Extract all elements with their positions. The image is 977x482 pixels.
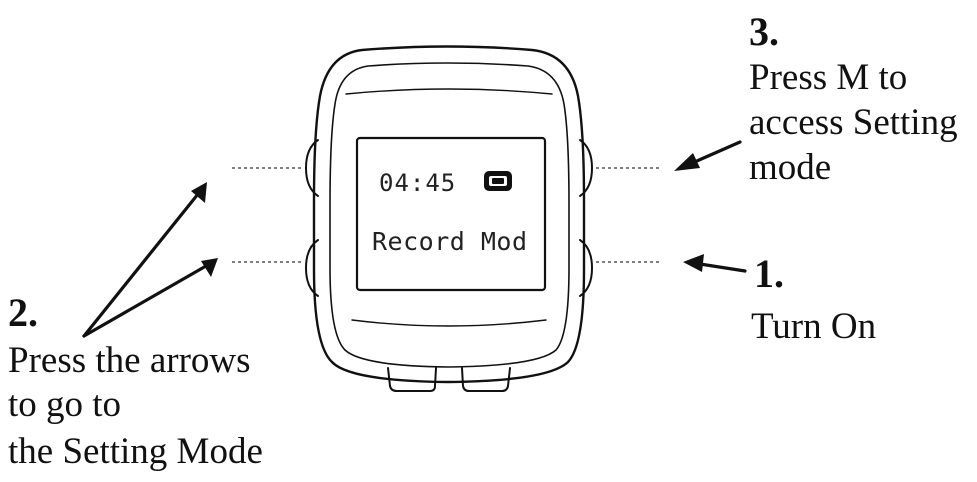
step-3-line-3: mode <box>749 147 831 188</box>
step-1-line-1: Turn On <box>751 306 876 347</box>
lcd-time: 04:45 <box>379 169 456 197</box>
step-1-number: 1. <box>754 251 784 296</box>
right-lower-button[interactable] <box>579 239 593 297</box>
left-lower-button[interactable] <box>305 239 319 297</box>
step-3-number: 3. <box>749 9 779 54</box>
step-1-label: 1. Turn On <box>751 251 876 347</box>
step-2-lower-arrow-icon <box>82 258 218 338</box>
right-upper-button[interactable] <box>579 139 593 197</box>
watch-top-bezel <box>345 88 553 95</box>
left-upper-button[interactable] <box>305 139 319 197</box>
bottom-left-lug <box>387 367 437 392</box>
watch-bottom-bezel <box>351 319 547 327</box>
step-2-line-2: to go to <box>8 384 121 425</box>
step-2-line-3: the Setting Mode <box>8 431 263 472</box>
lcd-screen <box>355 136 547 292</box>
watch-inner-body <box>329 62 570 368</box>
bottom-right-lug <box>461 367 511 392</box>
step-3-arrow-icon <box>674 140 742 171</box>
step-2-upper-arrow-icon <box>82 182 207 338</box>
step-2-number: 2. <box>8 290 38 335</box>
step-3-label: 3. Press M to access Setting mode <box>749 9 958 188</box>
step-2-label: 2. Press the arrows to go to the Setting… <box>8 290 263 472</box>
watch-outer-body <box>312 45 586 384</box>
step-3-line-2: access Setting <box>749 102 958 143</box>
watch-device: 04:45 Record Mod <box>305 45 593 392</box>
step-2-line-1: Press the arrows <box>8 340 251 381</box>
step-3-line-1: Press M to <box>749 57 907 98</box>
step-1-arrow-icon <box>683 254 747 273</box>
battery-icon <box>484 171 512 191</box>
lcd-mode-text: Record Mod <box>372 227 528 256</box>
